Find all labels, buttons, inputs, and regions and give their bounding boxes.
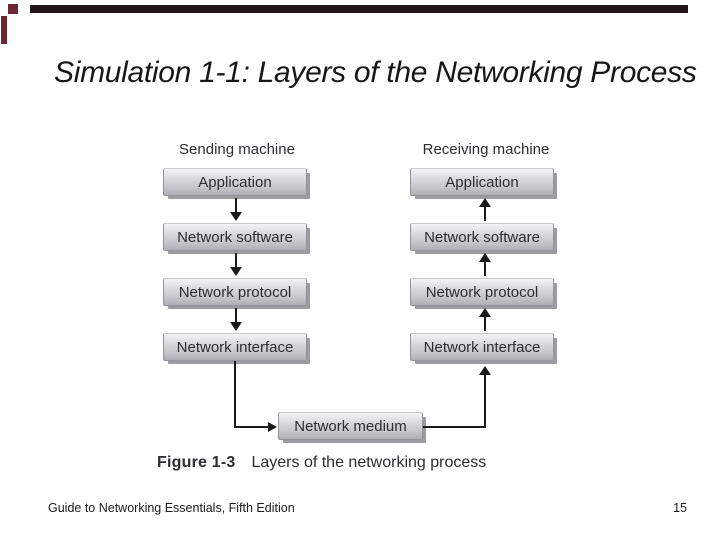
connector-line [234,361,236,427]
left-accent-bar [1,16,7,44]
down-arrow-icon [230,253,242,276]
figure-caption-text: Layers of the networking process [251,454,487,471]
up-arrow-icon [479,308,491,331]
connector-line [423,426,485,428]
layer-box-sending-network-interface: Network interface [163,333,307,361]
top-bar [30,5,688,13]
footer-book-title: Guide to Networking Essentials, Fifth Ed… [48,501,295,515]
layer-box-receiving-network-protocol: Network protocol [410,278,554,306]
page-number: 15 [673,501,687,515]
right-arrowhead-icon [268,422,277,432]
down-arrow-icon [230,198,242,221]
receiving-machine-label: Receiving machine [422,141,550,158]
layer-box-receiving-network-software: Network software [410,223,554,251]
layer-box-receiving-application: Application [410,168,554,196]
layer-box-receiving-network-interface: Network interface [410,333,554,361]
accent-square [8,4,18,14]
down-arrow-icon [230,308,242,331]
connector-line [234,426,268,428]
layer-box-sending-network-software: Network software [163,223,307,251]
sending-machine-label: Sending machine [179,141,295,158]
network-medium-box: Network medium [278,412,423,440]
up-arrow-icon [479,253,491,276]
figure-caption: Figure 1-3 Layers of the networking proce… [157,454,486,472]
layer-box-sending-network-protocol: Network protocol [163,278,307,306]
up-arrow-icon [479,198,491,221]
slide-title: Simulation 1-1: Layers of the Networking… [54,56,697,89]
up-arrowhead-icon [479,366,491,375]
connector-line [484,375,486,428]
figure-label: Figure 1-3 [157,454,236,471]
layer-box-sending-application: Application [163,168,307,196]
